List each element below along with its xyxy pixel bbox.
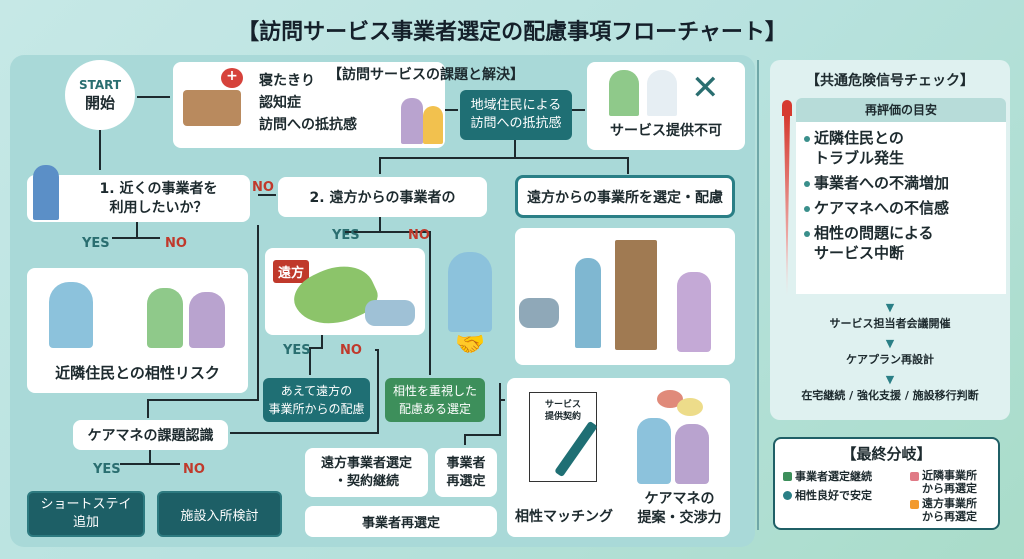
step-item: サービス担当者会議開催 [829,317,951,330]
x-icon: ✕ [691,68,720,108]
negotiation-label: ケアマネの 提案・交渉力 [637,491,722,526]
no-service-box: ✕ サービス提供不可 [587,62,745,150]
no-service-label: サービス提供不可 [610,123,722,139]
staff-illustration [448,252,492,332]
heart-icon: + [221,68,243,88]
yes-label: YES [82,236,110,251]
reselect-wide-box: 事業者再選定 [305,506,497,537]
step-flow: ▼ サービス担当者会議開催 ▼ ケアプラン再設計 ▼ 在宅継続 / 強化支援 /… [770,300,1010,404]
neighbor-illustration [189,292,225,348]
elder-illustration [677,272,711,352]
pink-marker-icon [910,472,919,481]
no-label: NO [165,236,187,251]
question-1: 1. 近くの事業者を 利用したいか？ [27,175,250,222]
signal-item: 近隣住民との トラブル発生 [804,128,998,168]
down-arrow-icon: ▼ [885,337,895,350]
matching-box: サービス 提供契約 相性マッチング ケアマネの 提案・交渉力 [507,378,730,537]
signal-item: 相性の問題による サービス中断 [804,223,998,263]
down-arrow-icon: ▼ [885,373,895,386]
signal-item: ケアマネへの不信感 [804,198,998,218]
staff-illustration [575,258,601,348]
neighbor-risk-label: 近隣住民との相性リスク [55,364,220,382]
remote-select-box: 遠方からの事業所を選定・配慮 [515,175,735,218]
caremanager-recognition: ケアマネの課題認識 [73,420,228,450]
final-item: 遠方事業所 から再選定 [910,497,977,523]
step-item: ケアプラン再設計 [846,353,934,366]
teal-marker-icon [783,491,792,500]
facility-box: 施設入所検討 [157,491,282,537]
final-item: 近隣事業所 から再選定 [910,469,977,495]
final-branch-box: 【最終分岐】 事業者選定継続 相性良好で安定 近隣事業所 から再選定 遠方事業所… [773,437,1000,530]
page-title: 【訪問サービス事業者選定の配慮事項フローチャート】 [237,20,787,45]
final-title: 【最終分岐】 [841,445,932,463]
issue-item: 訪問への抵抗感 [259,117,357,133]
yes-label: YES [283,343,311,358]
elder-illustration [609,70,639,116]
speech-bubble-icon [657,390,683,408]
issues-box: + 寝たきり 認知症 訪問への抵抗感 [173,62,445,148]
signal-item: 事業者への不満増加 [804,173,998,193]
alert-bar [784,116,790,296]
caremanager-illustration [637,418,671,484]
speech-bubble-icon [677,398,703,416]
bed-illustration [183,90,241,126]
neighbor-risk-box: 近隣住民との相性リスク [27,268,248,393]
issue-item: 認知症 [259,95,301,111]
no-label: NO [183,462,205,477]
reassessment-header: 再評価の目安 [796,98,1006,122]
elder-illustration [401,98,423,144]
final-item: 相性良好で安定 [783,488,872,503]
yes-label: YES [93,462,121,477]
signal-list: 近隣住民との トラブル発生 事業者への不満増加 ケアマネへの不信感 相性の問題に… [796,122,1006,294]
handshake-icon: 🤝 [455,330,485,358]
compat-select-box: 相性を重視した 配慮ある選定 [385,378,485,422]
issue-item: 寝たきり [259,73,315,89]
issues-subtitle: 【訪問サービスの課題と解決】 [328,67,524,83]
siren-icon [782,100,792,116]
no-label: NO [252,180,274,195]
danger-title: 【共通危険信号チェック】 [806,73,974,89]
door-illustration [615,240,657,350]
final-item: 事業者選定継続 [783,469,872,484]
caregiver-illustration [49,282,93,348]
matching-label: 相性マッチング [515,509,613,525]
green-marker-icon [783,472,792,481]
danger-signal-panel: 【共通危険信号チェック】 再評価の目安 近隣住民との トラブル発生 事業者への不… [770,60,1010,420]
no-label: NO [408,228,430,243]
question-2: 2. 遠方からの事業者の [278,177,487,217]
neighbor-illustration [147,288,183,348]
short-stay-box: ショートステイ 追加 [27,491,145,537]
nurse-illustration [647,70,677,116]
start-en: START [78,77,122,92]
resistance-box: 地域住民による 訪問への抵抗感 [460,90,572,140]
japan-map-illustration: 遠方 [265,248,425,339]
orange-marker-icon [910,500,919,509]
remote-visit-illustration [515,228,735,365]
no-label: NO [340,343,362,358]
step-item: 在宅継続 / 強化支援 / 施設移行判断 [801,389,979,402]
child-illustration [423,106,443,144]
car-illustration [519,298,559,328]
remote-contract-box: 遠方事業者選定 ・契約継続 [305,448,428,497]
elder-illustration [675,424,709,484]
reselect-box: 事業者 再選定 [435,448,497,497]
start-node: START 開始 [65,60,135,130]
down-arrow-icon: ▼ [885,301,895,314]
yes-label: YES [332,228,360,243]
car-illustration [365,300,415,326]
start-jp: 開始 [84,93,115,112]
divider [757,60,759,530]
parent-child-illustration [33,165,59,220]
remote-tag: 遠方 [273,260,310,283]
remote-care-box: あえて遠方の 事業所からの配慮 [263,378,370,422]
